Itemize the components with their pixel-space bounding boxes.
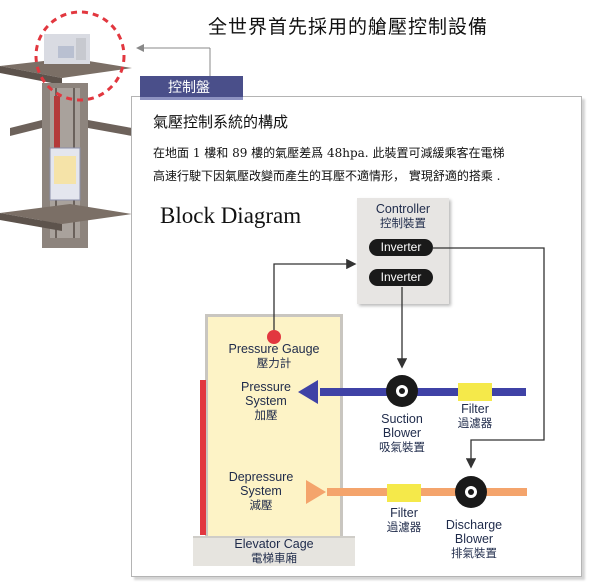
controller-label-en: Controller <box>375 202 431 216</box>
filter-bottom-en: Filter <box>390 506 418 520</box>
page-headline: 全世界首先採用的艙壓控制設備 <box>208 16 489 38</box>
elevator-cage-body <box>205 314 343 539</box>
depressure-system-label: Depressure System 減壓 <box>216 470 306 512</box>
filter-bottom-block <box>387 484 421 502</box>
depressure-system-cn: 減壓 <box>249 498 273 512</box>
panel-title: 氣壓控制系統的構成 <box>153 113 289 131</box>
filter-top-cn: 過濾器 <box>457 416 493 430</box>
discharge-blower-en2: Blower <box>454 532 494 546</box>
panel-description: 在地面 1 樓和 89 樓的氣壓差爲 48hpa. 此裝置可減緩乘客在電梯 高速… <box>153 142 504 188</box>
pressure-gauge-cn: 壓力計 <box>256 356 292 370</box>
inverter-bottom: Inverter <box>369 269 433 286</box>
elevator-shaft-illustration <box>0 10 132 248</box>
suction-blower-en1: Suction <box>381 412 423 426</box>
inverter-to-discharge-wire <box>432 247 545 469</box>
filter-bottom-cn: 過濾器 <box>386 520 422 534</box>
callout-connector <box>136 44 211 76</box>
discharge-blower-label: Discharge Blower 排氣裝置 <box>436 518 512 560</box>
controller-label: Controller 控制裝置 <box>363 202 443 230</box>
elevator-cage-label: Elevator Cage 電梯車廂 <box>214 537 334 565</box>
pressure-system-en1: Pressure <box>240 380 292 394</box>
elevator-cage-en: Elevator Cage <box>234 537 314 551</box>
pressure-system-label: Pressure System 加壓 <box>226 380 306 422</box>
depressure-system-en1: Depressure <box>228 470 294 484</box>
pressure-line <box>320 388 526 396</box>
discharge-blower-en1: Discharge <box>445 518 503 532</box>
control-panel-tag: 控制盤 <box>140 76 243 100</box>
depressure-line <box>327 488 527 496</box>
filter-top-label: Filter 過濾器 <box>450 402 500 430</box>
elevator-cage-base <box>193 536 355 566</box>
inverter-top: Inverter <box>369 239 433 256</box>
block-diagram-title: Block Diagram <box>160 203 302 228</box>
depressure-system-en2: System <box>240 484 282 498</box>
gauge-to-controller-wire <box>273 258 357 330</box>
filter-top-block <box>458 383 492 401</box>
elevator-cage-cn: 電梯車廂 <box>251 551 297 565</box>
pressure-system-en2: System <box>245 394 287 408</box>
suction-blower-cn: 吸氣裝置 <box>379 440 425 454</box>
pressure-system-cn: 加壓 <box>254 408 278 422</box>
pressure-gauge-label: Pressure Gauge 壓力計 <box>212 342 336 370</box>
discharge-blower-cn: 排氣裝置 <box>451 546 497 560</box>
suction-blower-en2: Blower <box>382 426 422 440</box>
controller-label-cn: 控制裝置 <box>380 216 426 230</box>
suction-blower-label: Suction Blower 吸氣裝置 <box>367 412 437 454</box>
pressure-gauge-en: Pressure Gauge <box>228 342 320 356</box>
pressure-arrow <box>298 380 318 404</box>
description-line-2: 高速行駛下因氣壓改變而產生的耳壓不適情形， 實現舒適的搭乘 . <box>153 169 501 183</box>
filter-bottom-label: Filter 過濾器 <box>379 506 429 534</box>
description-line-1: 在地面 1 樓和 89 樓的氣壓差爲 48hpa. 此裝置可減緩乘客在電梯 <box>153 146 505 160</box>
depressure-arrow <box>306 480 326 504</box>
filter-top-en: Filter <box>461 402 489 416</box>
pressure-gauge-dot <box>267 330 281 344</box>
cage-seal-bar <box>200 380 206 535</box>
